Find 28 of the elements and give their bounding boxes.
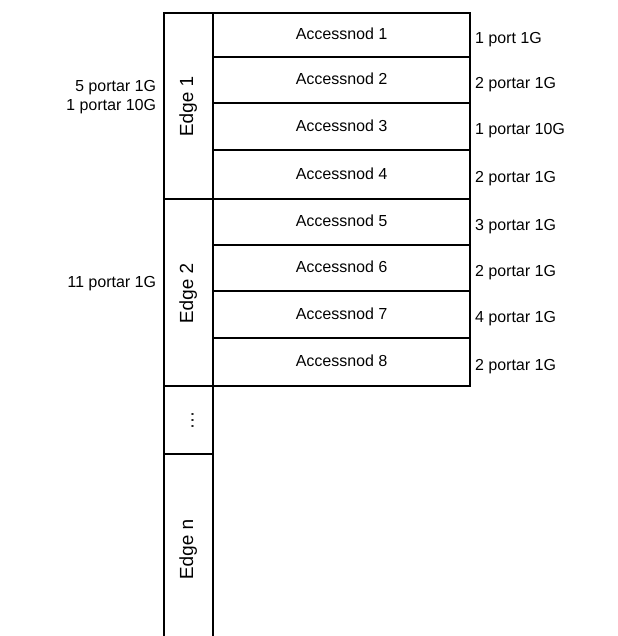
vertical-node-label: Edge 2 (178, 262, 200, 323)
node-label: Accessnod 2 (296, 71, 388, 89)
node-label: Accessnod 7 (296, 306, 388, 324)
node-label: Accessnod 3 (296, 118, 388, 136)
port-note: 2 portar 1G (475, 168, 556, 187)
port-note: 3 portar 1G (475, 216, 556, 234)
port-note: 2 portar 1G (475, 356, 556, 374)
port-note: 11 portar 1G (67, 273, 156, 292)
port-note: 5 portar 1G (75, 77, 156, 96)
group-box (163, 12, 214, 200)
port-note: 1 port 1G (475, 28, 542, 48)
port-note: 2 portar 1G (475, 262, 556, 280)
group-box (163, 453, 214, 636)
access-node-box (212, 12, 471, 58)
vertical-node-label: … (178, 410, 200, 430)
port-note: 1 portar 10G (475, 120, 565, 139)
node-label: Accessnod 4 (296, 166, 388, 184)
access-node-box (212, 337, 471, 387)
port-note: 2 portar 1G (475, 74, 556, 92)
node-label: Accessnod 6 (296, 259, 388, 277)
node-label: Accessnod 5 (296, 213, 388, 231)
node-label: Accessnod 1 (296, 26, 388, 44)
node-label: Accessnod 8 (296, 353, 388, 371)
vertical-node-label: Edge 1 (178, 76, 200, 136)
group-box (163, 385, 214, 455)
vertical-node-label: Edge n (178, 518, 200, 580)
port-note: 4 portar 1G (475, 308, 556, 327)
port-note: 1 portar 10G (66, 96, 156, 115)
